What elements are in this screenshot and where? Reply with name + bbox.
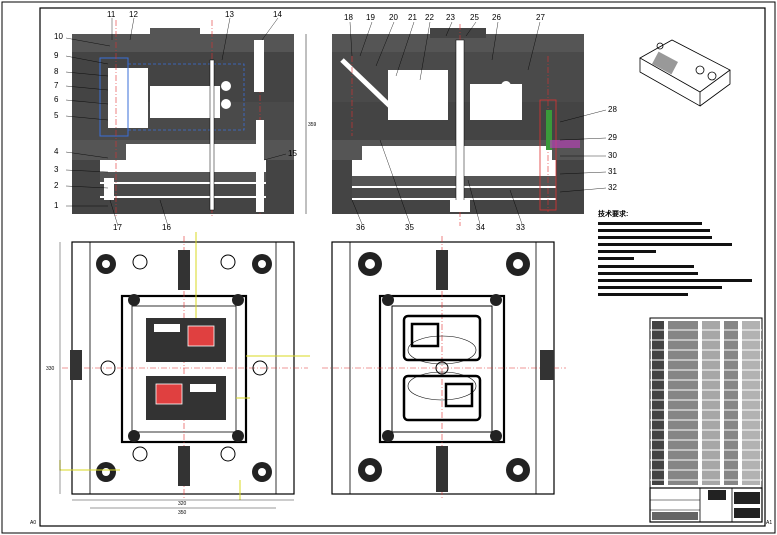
callout-17: 17 — [113, 223, 122, 232]
callout-15: 15 — [288, 149, 297, 158]
technical-requirements-text — [598, 222, 752, 296]
callout-28: 28 — [608, 105, 617, 114]
callout-30: 30 — [608, 151, 617, 160]
callout-14: 14 — [273, 10, 282, 19]
callout-12: 12 — [129, 10, 138, 19]
callout-23: 23 — [446, 13, 455, 22]
dimension-side: 330 — [46, 366, 55, 372]
callout-9: 9 — [54, 51, 59, 60]
callout-26: 26 — [492, 13, 501, 22]
callout-33: 33 — [516, 223, 525, 232]
dimension-total-height: 359 — [308, 122, 317, 128]
corner-mark-right: A1 — [766, 520, 772, 526]
callout-8: 8 — [54, 67, 59, 76]
callout-11: 11 — [107, 10, 116, 19]
callout-18: 18 — [344, 13, 353, 22]
callout-35: 35 — [405, 223, 414, 232]
parts-list-table — [649, 317, 763, 489]
product-isometric-sketch — [639, 39, 731, 107]
callout-16: 16 — [162, 223, 171, 232]
callout-31: 31 — [608, 167, 617, 176]
callout-27: 27 — [536, 13, 545, 22]
callout-21: 21 — [408, 13, 417, 22]
callout-4: 4 — [54, 147, 59, 156]
sheet-inner-border — [39, 7, 766, 527]
callout-22: 22 — [425, 13, 434, 22]
callout-34: 34 — [476, 223, 485, 232]
callout-32: 32 — [608, 183, 617, 192]
plan-view-moving-half — [59, 232, 310, 509]
plan-view-fixed-half — [322, 236, 566, 500]
callout-29: 29 — [608, 133, 617, 142]
callout-5: 5 — [54, 111, 59, 120]
dimension-width-left: 320 — [178, 501, 187, 507]
title-block — [649, 487, 763, 523]
callout-7: 7 — [54, 81, 59, 90]
callout-20: 20 — [389, 13, 398, 22]
callout-36: 36 — [356, 223, 365, 232]
callout-13: 13 — [225, 10, 234, 19]
dimension-width-right: 350 — [178, 510, 187, 516]
callout-19: 19 — [366, 13, 375, 22]
section-view-b — [332, 21, 607, 226]
callout-2: 2 — [54, 181, 59, 190]
callout-10: 10 — [54, 32, 63, 41]
callout-6: 6 — [54, 95, 59, 104]
corner-mark-left: A0 — [30, 520, 36, 526]
callout-25: 25 — [470, 13, 479, 22]
section-view-a: 359 — [65, 17, 317, 227]
callout-1: 1 — [54, 201, 59, 210]
callout-3: 3 — [54, 165, 59, 174]
technical-requirements-title: 技术要求: — [598, 209, 628, 218]
